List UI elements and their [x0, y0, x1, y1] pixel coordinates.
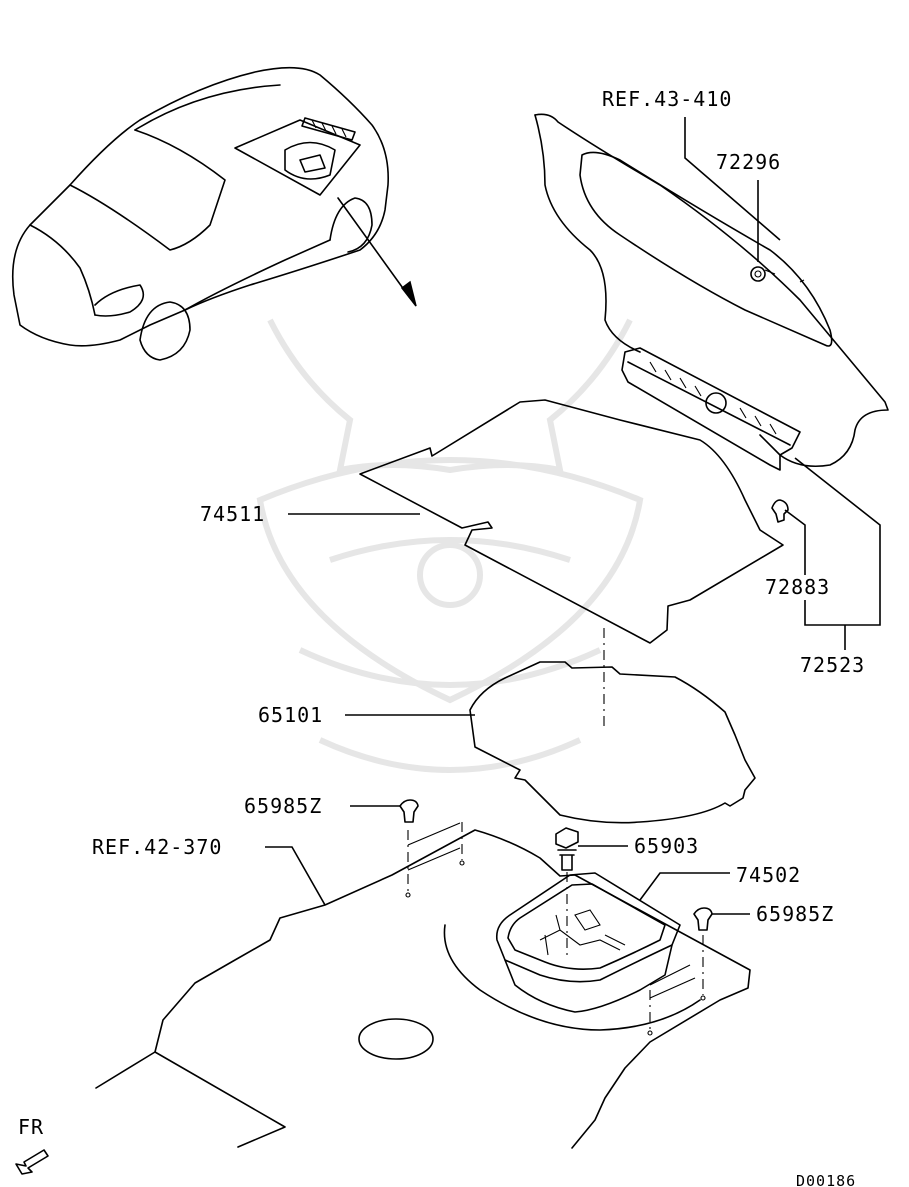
part-65985z-right-label: 65985Z	[756, 902, 834, 926]
part-65903-label: 65903	[634, 834, 699, 858]
bolt-65903	[555, 827, 579, 960]
leader-lines	[265, 117, 881, 915]
clip-65985z-right	[693, 907, 713, 931]
rear-trim-panel	[534, 113, 889, 523]
storage-tray	[495, 872, 681, 1013]
fr-label: FR	[18, 1115, 44, 1139]
part-65985z-left-label: 65985Z	[244, 794, 322, 818]
floor-panel	[95, 822, 751, 1149]
part-74502-label: 74502	[736, 863, 801, 887]
part-72523-label: 72523	[800, 653, 865, 677]
drawing-code: D00186	[796, 1172, 856, 1187]
car-illustration	[11, 66, 417, 361]
part-65101-label: 65101	[258, 703, 323, 727]
samurai-mask-watermark-icon	[256, 318, 644, 773]
part-72296-label: 72296	[716, 150, 781, 174]
spare-tire-cover	[469, 661, 756, 824]
front-arrow-icon	[15, 1149, 49, 1175]
trunk-carpet	[359, 399, 784, 728]
part-72883-label: 72883	[765, 575, 830, 599]
ref-42-370-label: REF.42-370	[92, 835, 222, 859]
ref-43-410-label: REF.43-410	[602, 87, 732, 111]
clip-65985z-left	[399, 799, 419, 823]
part-74511-label: 74511	[200, 502, 265, 526]
